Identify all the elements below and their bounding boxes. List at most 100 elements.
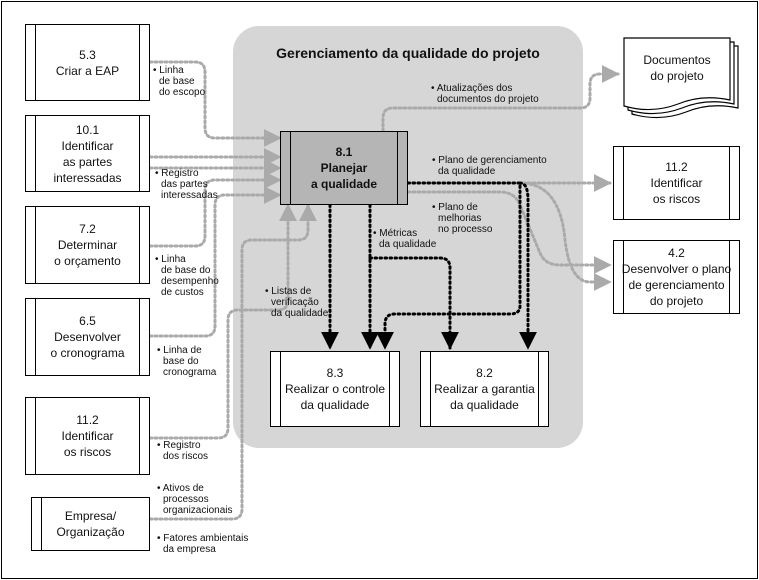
input-enterprise-line1: Empresa/ xyxy=(64,509,117,523)
output-risks-line1: Identificar xyxy=(650,176,703,190)
label-scope-baseline-l1: • Linha xyxy=(153,65,184,76)
label-risk-register-l2: dos riscos xyxy=(163,451,209,462)
output-control-num: 8.3 xyxy=(326,366,344,380)
label-org-assets-l2: processos xyxy=(163,494,209,505)
flow-improve-plan xyxy=(406,190,612,274)
label-quality-checklists-l3: da qualidade xyxy=(271,308,329,319)
label-quality-checklists: • Listas de verificação da qualidade xyxy=(265,286,328,319)
label-scope-baseline-l2: de base xyxy=(159,76,195,87)
label-improvement-plan-l1: • Plano de xyxy=(432,202,478,213)
input-process-stakeholders-line1: Identificar xyxy=(61,138,114,153)
label-enterprise-factors: • Fatores ambientais da empresa xyxy=(157,533,248,555)
input-process-budget-line2: o orçamento xyxy=(54,254,121,268)
label-cost-baseline: • Linha de base do desempenho de custos xyxy=(155,254,219,298)
label-document-updates-l1: • Atualizações dos xyxy=(431,83,513,94)
label-cost-baseline-l4: de custos xyxy=(161,287,204,298)
output-assurance-line2: da qualidade xyxy=(450,398,519,412)
flow-risks xyxy=(148,203,297,440)
flow-schedule xyxy=(148,186,282,338)
label-stakeholder-register: • Registro das partes interessadas xyxy=(155,168,218,201)
label-quality-mgmt-plan-l2: da qualidade xyxy=(438,166,496,177)
label-schedule-baseline-l3: cronograma xyxy=(163,367,217,378)
input-process-wbs-name: Criar a EAP xyxy=(55,63,120,78)
input-enterprise-line2: Organização xyxy=(56,525,125,539)
flow-doc-updates xyxy=(381,65,620,133)
label-improvement-plan: • Plano de melhorias no processo xyxy=(432,202,492,235)
documents-stack-shape xyxy=(623,37,739,119)
output-risks-line2: os riscos xyxy=(652,192,701,206)
label-schedule-baseline-l1: • Linha de xyxy=(157,345,202,356)
output-project-documents[interactable]: Documentos do projeto xyxy=(624,38,730,98)
label-org-assets-l3: organizacionais xyxy=(163,505,233,516)
central-process-num: 8.1 xyxy=(335,145,353,159)
central-process-plan-quality[interactable]: 8.1 Planejar a qualidade xyxy=(280,131,408,205)
label-enterprise-factors-l2: da empresa xyxy=(163,544,216,555)
input-process-risks[interactable]: 11.2 Identificar os riscos xyxy=(25,397,150,475)
output-assurance-num: 8.2 xyxy=(476,366,493,380)
output-process-identify-risks[interactable]: 11.2 Identificar os riscos xyxy=(613,146,740,220)
output-plan-line2: de gerenciamento xyxy=(628,278,725,292)
flow-qm-plan xyxy=(518,181,612,291)
flow-wbs xyxy=(148,60,282,147)
label-scope-baseline: • Linha de base do escopo xyxy=(153,65,205,98)
label-schedule-baseline: • Linha de base do cronograma xyxy=(157,345,216,378)
flow-improve-control xyxy=(376,181,522,350)
process-group-title: Gerenciamento da qualidade do projeto xyxy=(276,45,540,61)
label-schedule-baseline-l2: base do xyxy=(163,356,199,367)
output-assurance-line1: Realizar a garantia xyxy=(434,382,535,396)
output-risks-num: 11.2 xyxy=(665,160,688,174)
input-process-stakeholders[interactable]: 10.1 Identificar as partes interessadas xyxy=(25,115,150,192)
output-plan-num: 4.2 xyxy=(668,246,685,260)
output-control-line1: Realizar o controle xyxy=(284,382,386,396)
output-process-quality-control[interactable]: 8.3 Realizar o controle da qualidade xyxy=(270,351,400,427)
label-quality-metrics-l1: • Métricas xyxy=(373,228,418,239)
input-process-budget[interactable]: 7.2 Determinar o orçamento xyxy=(25,206,150,284)
label-cost-baseline-l1: • Linha xyxy=(155,254,186,265)
label-stakeholder-register-l3: interessadas xyxy=(161,190,218,201)
output-plan-line3: do projeto xyxy=(649,294,704,308)
label-document-updates-l2: documentos do projeto xyxy=(437,94,539,105)
output-documents-line1: Documentos xyxy=(643,53,711,67)
output-control-line2: da qualidade xyxy=(300,398,370,412)
input-process-schedule-line2: o cronograma xyxy=(50,346,125,360)
input-process-schedule[interactable]: 6.5 Desenvolver o cronograma xyxy=(25,298,150,376)
input-process-wbs-num: 5.3 xyxy=(79,47,96,62)
output-process-quality-assurance[interactable]: 8.2 Realizar a garantia da qualidade xyxy=(420,351,549,427)
input-process-budget-num: 7.2 xyxy=(79,222,96,236)
flow-metrics-assurance xyxy=(368,256,459,350)
label-quality-mgmt-plan-l1: • Plano de gerenciamento xyxy=(432,155,547,166)
label-quality-metrics-l2: da qualidade xyxy=(379,239,437,250)
label-stakeholder-register-l2: das partes xyxy=(161,179,208,190)
central-process-line1: Planejar xyxy=(320,161,368,175)
label-scope-baseline-l3: do escopo xyxy=(159,87,206,98)
label-org-assets: • Ativos de processos organizacionais xyxy=(157,483,233,516)
label-quality-mgmt-plan: • Plano de gerenciamento da qualidade xyxy=(432,155,547,177)
input-process-risks-line1: Identificar xyxy=(61,429,114,443)
input-enterprise[interactable]: Empresa/ Organização xyxy=(31,497,150,551)
flow-enterprise xyxy=(148,203,317,521)
flow-cost xyxy=(148,171,282,248)
input-process-stakeholders-num: 10.1 xyxy=(75,122,100,137)
label-org-assets-l1: • Ativos de xyxy=(157,483,204,494)
input-process-stakeholders-line2: as partes xyxy=(62,154,113,169)
input-process-budget-line1: Determinar xyxy=(57,238,118,252)
label-quality-metrics: • Métricas da qualidade xyxy=(373,228,436,250)
label-cost-baseline-l3: desempenho xyxy=(161,276,219,287)
input-process-wbs[interactable]: 5.3 Criar a EAP xyxy=(25,24,150,101)
input-process-risks-line2: os riscos xyxy=(63,445,112,459)
label-risk-register-l1: • Registro xyxy=(157,440,201,451)
label-stakeholder-register-l1: • Registro xyxy=(155,168,199,179)
label-enterprise-factors-l1: • Fatores ambientais xyxy=(157,533,249,544)
input-process-schedule-line1: Desenvolver xyxy=(54,330,121,344)
flow-qm-assurance xyxy=(518,181,537,350)
central-process-line2: a qualidade xyxy=(310,177,378,191)
output-process-project-plan[interactable]: 4.2 Desenvolver o plano de gerenciamento… xyxy=(613,240,740,314)
label-quality-checklists-l2: verificação xyxy=(271,297,319,308)
label-improvement-plan-l3: no processo xyxy=(438,224,493,235)
label-risk-register: • Registro dos riscos xyxy=(157,440,208,462)
input-process-schedule-num: 6.5 xyxy=(79,314,96,328)
output-documents-line2: do projeto xyxy=(650,69,704,83)
input-process-risks-num: 11.2 xyxy=(76,413,99,427)
